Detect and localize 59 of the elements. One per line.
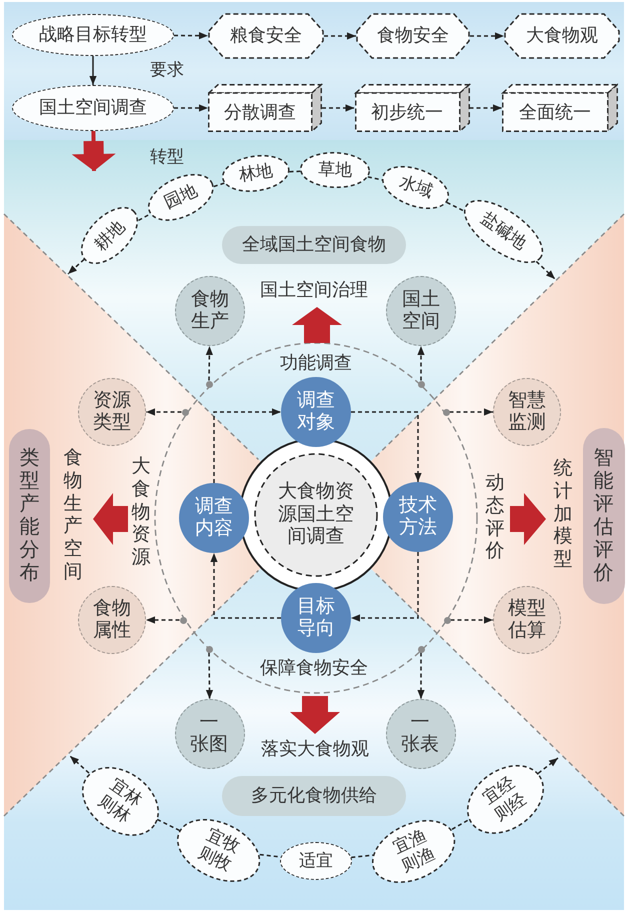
arrow [470, 32, 504, 40]
arrow [206, 346, 213, 381]
connector-line [138, 213, 151, 222]
chain-ellipse: 园地 [148, 174, 214, 220]
octagon-node: 食物安全 [356, 13, 470, 59]
chain-ellipse: 草地 [300, 152, 370, 188]
label: 国土空间治理 [260, 280, 368, 300]
arrow [351, 411, 422, 482]
chain-ellipse: 耕地 [81, 207, 138, 264]
vertical-label-box: 智能评估评价 [582, 428, 624, 604]
arrow [174, 32, 208, 40]
arrow [450, 616, 493, 624]
arrow [324, 32, 356, 40]
label: 大食物资源 [131, 456, 151, 570]
arrow [210, 553, 281, 619]
connector-line [368, 176, 383, 181]
arrow [417, 346, 425, 380]
connector-line [214, 182, 225, 188]
octagon-node: 粮食安全 [208, 13, 324, 59]
label: 动态评价 [485, 472, 505, 564]
arrow [470, 104, 502, 112]
chain-ellipse: 宜渔则渔 [372, 820, 456, 882]
label: 食物生产空间 [63, 448, 83, 584]
chain-ellipse: 林地 [222, 154, 290, 192]
arrow [206, 652, 214, 700]
label: 功能调查 [280, 352, 352, 374]
rounded-label-box: 全域国土空间食物 [222, 226, 406, 264]
edge-label: 要求 [150, 60, 184, 80]
chain-ellipse: 水域 [382, 166, 450, 208]
rounded-label-box: 多元化食物供给 [222, 776, 406, 816]
chain-ellipse: 宜林则林 [82, 766, 158, 836]
octagon-node: 大食物观 [504, 13, 620, 59]
edge-label: 转型 [150, 147, 184, 167]
arrow [70, 755, 90, 774]
connector-line [289, 170, 300, 172]
arrow [351, 552, 419, 622]
arrow [322, 104, 354, 112]
chain-ellipse: 盐碱地 [464, 200, 544, 262]
label: 统计加模型 [553, 458, 573, 572]
connector-line [260, 854, 281, 858]
arrow [68, 258, 85, 275]
arrow [538, 757, 558, 774]
arrow [146, 408, 182, 416]
arrow [89, 56, 97, 85]
vertical-label-box: 类型产能分布 [9, 429, 50, 603]
arrow [536, 260, 556, 280]
connector-line [351, 854, 374, 858]
label: 保障食物安全 [260, 658, 368, 678]
connector-line [452, 819, 470, 830]
chain-ellipse: 宜经则经 [466, 764, 544, 834]
label: 落实大食物观 [261, 738, 369, 760]
connector-line [156, 818, 180, 832]
arrow [146, 616, 180, 624]
arrow [213, 408, 281, 483]
connector-line [446, 202, 465, 212]
chain-ellipse: 宜牧则牧 [177, 818, 261, 882]
arrow [174, 104, 208, 112]
arrow [450, 408, 493, 416]
arrow [417, 652, 425, 699]
